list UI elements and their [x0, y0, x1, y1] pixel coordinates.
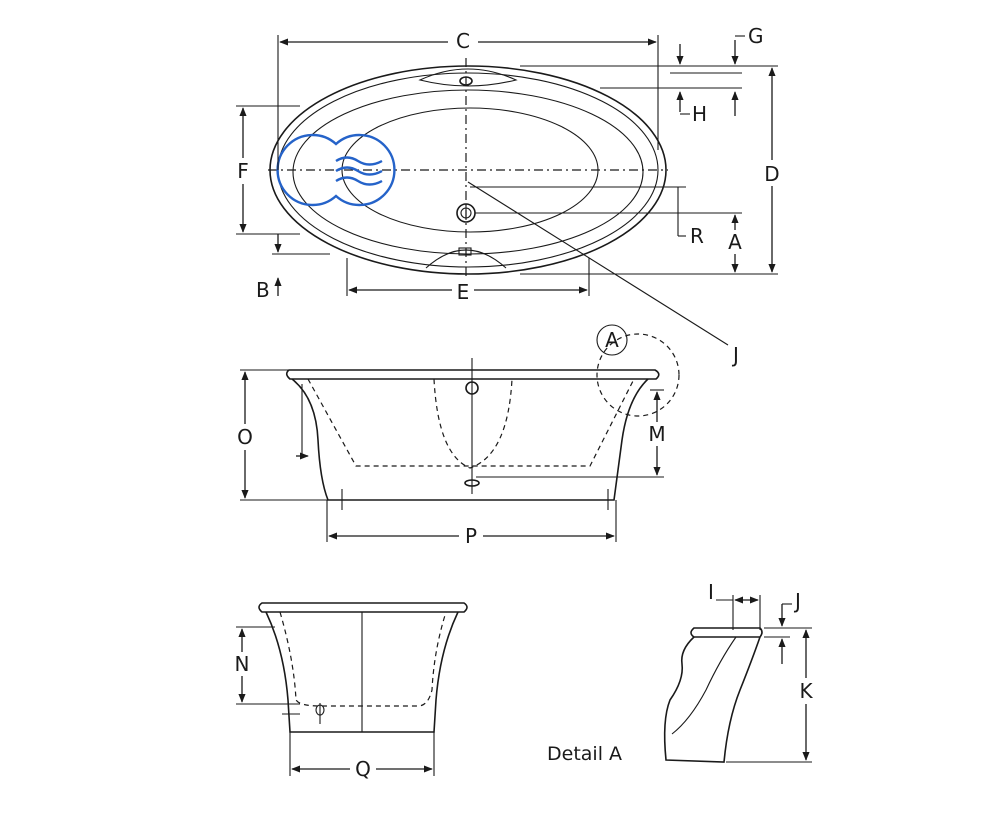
dimension-p-label: P	[465, 524, 477, 548]
detail-dimension-j-label: J	[793, 589, 801, 613]
dimension-q-label: Q	[355, 757, 371, 781]
dimension-m-label: M	[648, 422, 665, 446]
end-interior-hidden	[279, 611, 447, 707]
dimension-a-label: A	[728, 230, 742, 254]
detail-a-callout-label: A	[605, 328, 619, 352]
dimension-c-label: C	[456, 29, 470, 53]
side-shell	[291, 378, 649, 501]
dimension-o-label: O	[237, 425, 253, 449]
top-interior-wall	[292, 89, 644, 255]
detail-a-view: I J K Detail A	[547, 580, 818, 765]
side-view: O M P A	[234, 324, 680, 548]
top-rim-inner-line	[277, 72, 659, 268]
detail-a-caption: Detail A	[547, 743, 622, 765]
detail-a-region-circle	[596, 333, 680, 417]
top-bottom-fitting	[458, 247, 472, 256]
side-rim	[285, 369, 660, 380]
top-view: C D G H F B E	[232, 24, 782, 367]
dimension-h-label: H	[692, 102, 707, 126]
detail-a-inner-wall	[671, 636, 737, 735]
leader-j-label: J	[731, 343, 739, 367]
dimension-g-label: G	[748, 24, 764, 48]
leader-j-line	[467, 181, 729, 346]
dimension-k-label: K	[799, 679, 813, 703]
dimension-d-label: D	[764, 162, 779, 186]
top-overflow-pad	[418, 68, 518, 87]
dimension-n-label: N	[235, 652, 250, 676]
whirlpool-jets-icon	[276, 133, 396, 207]
side-footwell-hidden	[433, 378, 513, 469]
end-view: N Q	[230, 602, 468, 781]
dimension-r-label: R	[690, 224, 704, 248]
dimension-i-label: I	[708, 580, 714, 604]
dimension-f-label: F	[237, 159, 249, 183]
dimension-e-label: E	[457, 280, 470, 304]
dimension-b-label: B	[256, 278, 270, 302]
side-interior-hidden	[307, 378, 635, 467]
end-rim	[258, 602, 468, 613]
detail-a-wall-profile	[663, 636, 761, 763]
detail-a-callout-circle	[596, 324, 628, 356]
detail-a-rim-profile	[690, 627, 763, 638]
